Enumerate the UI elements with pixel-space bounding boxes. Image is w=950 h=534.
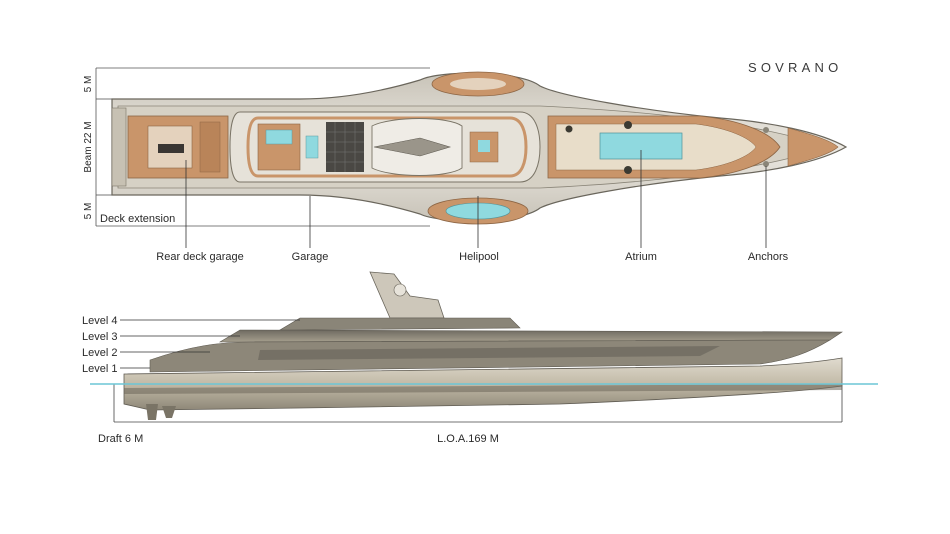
dim-deck-extension: Deck extension [100,213,175,225]
top-view: 5 M Beam 22 M 5 M Deck extension Rear de… [83,67,848,263]
side-view: Level 4 Level 3 Level 2 Level 1 Draft 6 … [82,271,878,445]
rear-deck-steps [199,121,221,173]
stern-platform [111,107,127,187]
label-rear-deck-garage: Rear deck garage [156,251,243,263]
label-atrium: Atrium [625,251,657,263]
atrium-plant-3 [565,125,573,133]
level-leaders [120,319,300,369]
draft-frame [113,384,843,423]
dimension-frame [95,67,430,227]
hull-stripe [124,384,842,394]
level-4-deck [278,317,521,331]
aft-jacuzzi [305,135,319,159]
upper-sponson-inner [450,78,506,90]
callout-lines [185,150,767,248]
fwd-deck-box [469,131,499,163]
atrium-plant-2 [624,166,632,174]
label-anchors: Anchors [748,251,789,263]
label-level-1: Level 1 [82,363,117,375]
label-loa: L.O.A.169 M [437,433,499,445]
label-level-3: Level 3 [82,331,117,343]
mast-side [369,271,445,319]
label-draft: Draft 6 M [98,433,143,445]
dim-lower-5m: 5 M [83,203,94,220]
level-2-windows [258,346,720,360]
label-helipool: Helipool [459,251,499,263]
radar-dome [393,283,407,297]
rear-deck-vehicle [158,144,184,153]
label-level-2: Level 2 [82,347,117,359]
rudder [146,404,158,420]
anchor-winch-2 [763,161,769,167]
fwd-jacuzzi [478,140,490,152]
dim-beam-22m: Beam 22 M [83,121,94,172]
solar-grid-lines [326,122,364,172]
brand-title: SOVRANO [748,60,842,75]
atrium-plant-1 [624,121,632,129]
anchor-winch-1 [763,127,769,133]
dim-upper-5m: 5 M [83,76,94,93]
propeller-strut [162,406,176,418]
mast-wing [373,137,452,157]
superstructure-ring [246,116,528,178]
bow-deck [787,127,839,167]
label-level-4: Level 4 [82,315,117,327]
label-garage: Garage [292,251,329,263]
aft-pool [265,129,293,145]
